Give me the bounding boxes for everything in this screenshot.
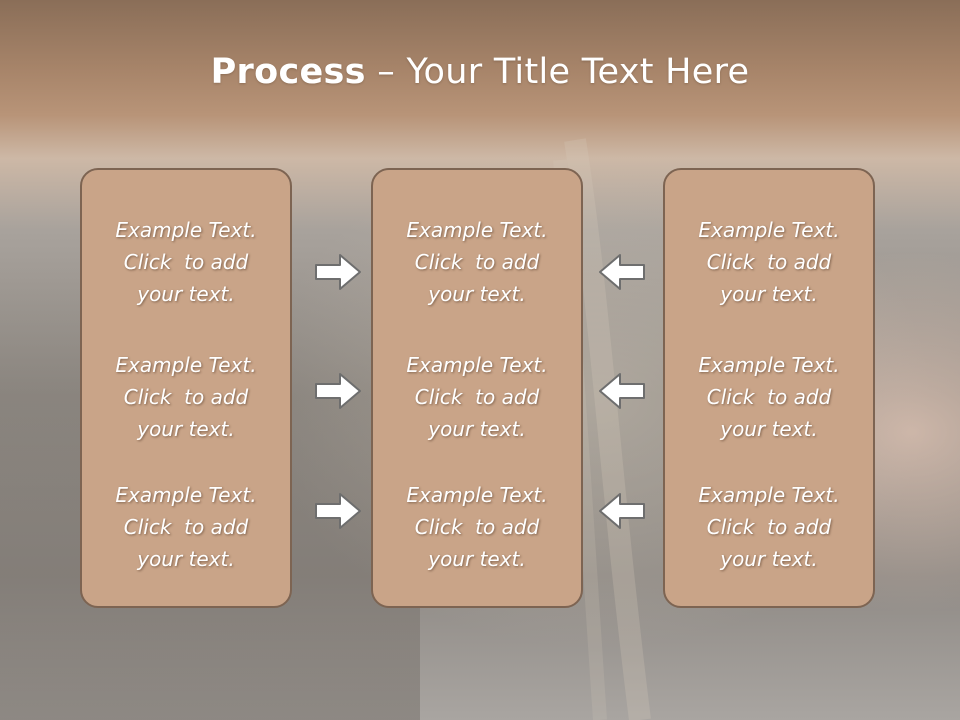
arrow-left-icon[interactable]: [598, 371, 646, 411]
title-bold: Process: [210, 52, 366, 92]
text-line: Click to add: [123, 385, 249, 409]
text-line: your text.: [137, 547, 235, 571]
text-line: Click to add: [706, 250, 832, 274]
text-line: Click to add: [706, 385, 832, 409]
text-line: Click to add: [706, 515, 832, 539]
text-placeholder[interactable]: Example Text. Click to add your text.: [665, 479, 873, 575]
text-line: Example Text.: [698, 353, 840, 377]
text-line: Example Text.: [698, 218, 840, 242]
text-placeholder[interactable]: Example Text. Click to add your text.: [373, 214, 581, 310]
title-rest: – Your Title Text Here: [365, 52, 750, 92]
text-line: your text.: [720, 547, 818, 571]
text-line: your text.: [137, 417, 235, 441]
arrow-right-icon[interactable]: [314, 252, 362, 292]
text-line: Example Text.: [115, 353, 257, 377]
text-line: Click to add: [123, 515, 249, 539]
text-line: Example Text.: [115, 483, 257, 507]
text-line: Example Text.: [406, 353, 548, 377]
text-line: Click to add: [414, 385, 540, 409]
text-line: Example Text.: [115, 218, 257, 242]
text-placeholder[interactable]: Example Text. Click to add your text.: [665, 349, 873, 445]
text-line: your text.: [720, 282, 818, 306]
text-line: your text.: [720, 417, 818, 441]
text-placeholder[interactable]: Example Text. Click to add your text.: [373, 349, 581, 445]
process-box-left[interactable]: Example Text. Click to add your text. Ex…: [80, 168, 292, 608]
text-line: Example Text.: [698, 483, 840, 507]
process-box-right[interactable]: Example Text. Click to add your text. Ex…: [663, 168, 875, 608]
text-placeholder[interactable]: Example Text. Click to add your text.: [373, 479, 581, 575]
text-line: your text.: [428, 417, 526, 441]
text-line: Click to add: [414, 515, 540, 539]
text-placeholder[interactable]: Example Text. Click to add your text.: [82, 479, 290, 575]
process-box-center[interactable]: Example Text. Click to add your text. Ex…: [371, 168, 583, 608]
arrow-right-icon[interactable]: [314, 491, 362, 531]
text-placeholder[interactable]: Example Text. Click to add your text.: [665, 214, 873, 310]
text-placeholder[interactable]: Example Text. Click to add your text.: [82, 349, 290, 445]
text-line: Example Text.: [406, 483, 548, 507]
text-line: your text.: [428, 282, 526, 306]
text-line: your text.: [137, 282, 235, 306]
arrow-right-icon[interactable]: [314, 371, 362, 411]
arrow-left-icon[interactable]: [598, 252, 646, 292]
text-line: Click to add: [414, 250, 540, 274]
slide-title: Process – Your Title Text Here: [0, 52, 960, 92]
text-placeholder[interactable]: Example Text. Click to add your text.: [82, 214, 290, 310]
text-line: Example Text.: [406, 218, 548, 242]
text-line: your text.: [428, 547, 526, 571]
text-line: Click to add: [123, 250, 249, 274]
arrow-left-icon[interactable]: [598, 491, 646, 531]
